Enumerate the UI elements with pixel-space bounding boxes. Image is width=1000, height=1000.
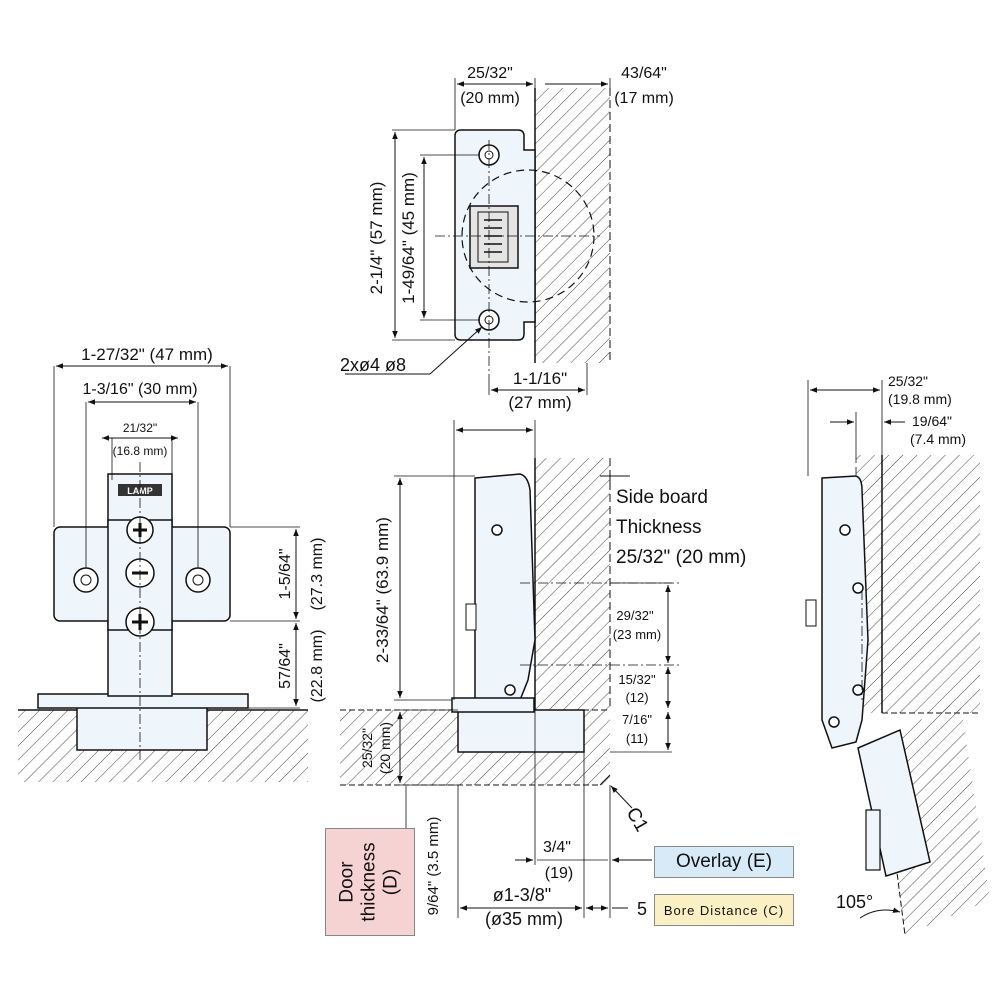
- open-rivet-1: [839, 524, 851, 536]
- brand-text: LAMP: [127, 486, 153, 496]
- side-bore-dia-mm: (ø35 mm): [485, 909, 563, 929]
- top-mechanism: [469, 205, 519, 269]
- side-bore-value: 5: [637, 899, 647, 919]
- top-width-in: 25/32": [467, 65, 513, 82]
- front-total-width: 1-27/32" (47 mm): [81, 345, 213, 364]
- side-board-hatch: [535, 458, 610, 710]
- top-height-total: 2-1/4" (57 mm): [367, 182, 386, 295]
- top-depth-mm: (27 mm): [508, 393, 571, 412]
- door-chamfer: [599, 774, 611, 786]
- open-rivet-2: [852, 582, 864, 594]
- front-hole-right-inner: [192, 574, 204, 586]
- side-door-in: 25/32": [359, 728, 375, 768]
- open-arm: [821, 475, 869, 749]
- open-w1-in: 25/32": [888, 373, 928, 389]
- bore-distance-label-text: Bore Distance (C): [663, 902, 785, 918]
- side-board-line3: 25/32" (20 mm): [616, 547, 746, 568]
- leader-holes-arrow: [429, 326, 483, 375]
- front-hole-left: [73, 567, 99, 593]
- top-side-in: 43/64": [621, 65, 667, 82]
- open-screw: [805, 599, 817, 627]
- side-dim-a-mm: (23 mm): [613, 627, 661, 642]
- door-thickness-line2: thickness: [358, 842, 380, 922]
- front-upper-mm: (27.3 mm): [309, 538, 326, 611]
- top-view: 25/32" (20 mm) 43/64" (17 mm) 2-1/4" (57…: [340, 65, 674, 412]
- side-board-line2: Thickness: [616, 517, 702, 538]
- front-cup: [76, 705, 208, 751]
- open-angle: 105°: [836, 892, 873, 912]
- side-overlay-mm: (19): [545, 865, 573, 882]
- open-board-hatch: [856, 455, 980, 713]
- side-view: Side board Thickness 25/32" (20 mm) 2-33…: [340, 420, 746, 930]
- front-upper-in: 1-5/64": [277, 548, 294, 599]
- top-hole-spacing: 1-49/64" (45 mm): [399, 172, 418, 304]
- side-c1: C1: [622, 804, 652, 836]
- door-thickness-label: Door thickness (D): [325, 828, 415, 936]
- open-rivet-4: [828, 716, 840, 728]
- side-arm: [474, 473, 536, 703]
- front-hole-span: 1-3/16" (30 mm): [82, 381, 197, 398]
- open-w2-mm: (7.4 mm): [910, 431, 966, 447]
- open-view: 25/32" (19.8 mm) 19/64" (7.4 mm) 105°: [805, 373, 990, 936]
- front-center-in: 21/32": [123, 421, 157, 435]
- open-w2-in: 19/64": [912, 413, 952, 429]
- leader-c1: [610, 785, 633, 809]
- open-rivet-3: [852, 684, 864, 696]
- open-angle-arc: [859, 907, 901, 919]
- top-width-mm: (20 mm): [460, 90, 520, 107]
- front-hole-left-inner: [80, 574, 92, 586]
- front-lower-in: 57/64": [277, 643, 294, 689]
- side-screw: [465, 603, 477, 631]
- side-height: 2-33/64" (63.9 mm): [373, 517, 392, 663]
- side-door-thk: 9/64" (3.5 mm): [425, 817, 442, 916]
- open-door-hatch: [880, 700, 990, 935]
- overlay-label: Overlay (E): [654, 846, 794, 878]
- side-door-mm: (20 mm): [377, 722, 393, 774]
- side-cup: [457, 709, 585, 753]
- side-bore-dia-in: ø1-3/8": [493, 885, 551, 905]
- side-dim-c-mm: (11): [626, 731, 648, 746]
- side-board-line1: Side board: [616, 487, 708, 508]
- open-cup-flange: [865, 809, 881, 871]
- front-hole-right: [185, 567, 211, 593]
- front-lower-mm: (22.8 mm): [309, 630, 326, 703]
- side-dim-c-in: 7/16": [622, 712, 652, 727]
- open-w1-mm: (19.8 mm): [888, 391, 952, 407]
- door-thickness-line1: Door: [336, 861, 358, 903]
- side-rivet-bottom: [504, 684, 516, 696]
- bore-distance-label: Bore Distance (C): [654, 894, 794, 926]
- side-dim-a-in: 29/32": [616, 608, 654, 623]
- top-mechanism-inner: [477, 211, 509, 263]
- front-view: LAMP 1-27/32" (47 mm) 1-3/16" (30 mm) 21…: [18, 345, 326, 782]
- side-dim-b-in: 15/32": [618, 672, 656, 687]
- side-rivet-top: [491, 524, 503, 536]
- top-board-hatch: [535, 88, 610, 363]
- top-holes: 2xø4 ø8: [340, 355, 406, 375]
- top-side-mm: (17 mm): [614, 90, 674, 107]
- front-center-mm: (16.8 mm): [113, 444, 168, 458]
- overlay-label-text: Overlay (E): [675, 851, 773, 872]
- side-overlay-in: 3/4": [543, 839, 571, 856]
- side-flange: [451, 697, 535, 713]
- side-dim-b-mm: (12): [625, 690, 648, 705]
- door-thickness-line3: (D): [380, 868, 402, 896]
- top-depth-in: 1-1/16": [513, 369, 567, 388]
